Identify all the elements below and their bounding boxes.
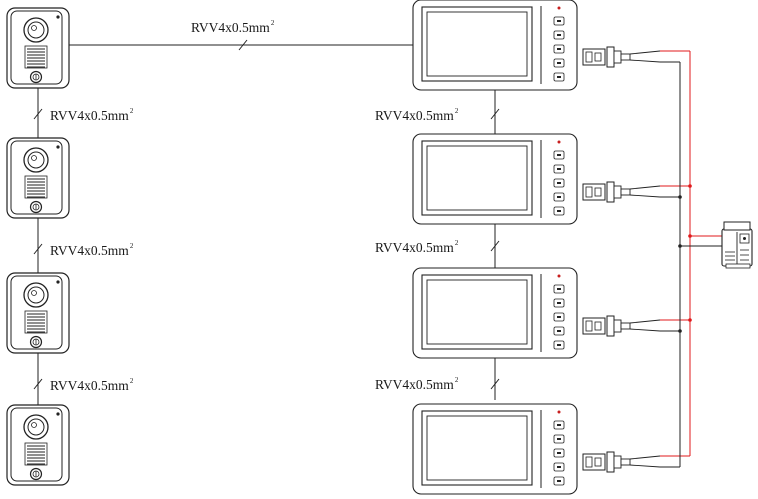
cable-label-text: RVV4x0.5mm <box>191 20 270 35</box>
cable-label-door-3: RVV4x0.5mm2 <box>50 378 133 393</box>
cable-label-monitor-1: RVV4x0.5mm2 <box>375 108 458 123</box>
indoor-monitor-4 <box>412 403 578 495</box>
cable-label-door-2: RVV4x0.5mm2 <box>50 243 133 258</box>
cable-label-text: RVV4x0.5mm <box>50 378 129 393</box>
cable-label-door-1: RVV4x0.5mm2 <box>50 108 133 123</box>
indoor-monitor-1 <box>412 0 578 91</box>
cable-label-text: RVV4x0.5mm <box>375 377 454 392</box>
cable-label-top: RVV4x0.5mm2 <box>191 20 274 35</box>
cable-label-sup: 2 <box>454 107 459 115</box>
cable-label-sup: 2 <box>454 239 459 247</box>
connector-plug <box>582 181 631 203</box>
junction-dot <box>678 195 682 199</box>
indoor-monitor-2 <box>412 133 578 225</box>
door-station-2 <box>6 137 70 219</box>
connector-plug <box>582 46 631 68</box>
door-station-3 <box>6 272 70 354</box>
cable-label-sup: 2 <box>129 377 134 385</box>
cable-label-sup: 2 <box>129 107 134 115</box>
cable-label-text: RVV4x0.5mm <box>50 243 129 258</box>
cable-label-text: RVV4x0.5mm <box>375 240 454 255</box>
junction-dot <box>688 234 692 238</box>
connector-plug <box>582 451 631 473</box>
junction-dot <box>678 244 682 248</box>
junction-dot <box>678 329 682 333</box>
power-supply-icon <box>721 221 753 269</box>
cable-label-text: RVV4x0.5mm <box>375 108 454 123</box>
cable-label-sup: 2 <box>270 19 275 27</box>
cable-label-text: RVV4x0.5mm <box>50 108 129 123</box>
cable-label-monitor-3: RVV4x0.5mm2 <box>375 377 458 392</box>
cable-label-monitor-2: RVV4x0.5mm2 <box>375 240 458 255</box>
connector-plug <box>582 315 631 337</box>
junction-dot <box>688 318 692 322</box>
cable-label-sup: 2 <box>454 376 459 384</box>
junction-dot <box>688 184 692 188</box>
cable-label-sup: 2 <box>129 242 134 250</box>
door-station-1 <box>6 7 70 89</box>
door-station-4 <box>6 404 70 486</box>
indoor-monitor-3 <box>412 267 578 359</box>
